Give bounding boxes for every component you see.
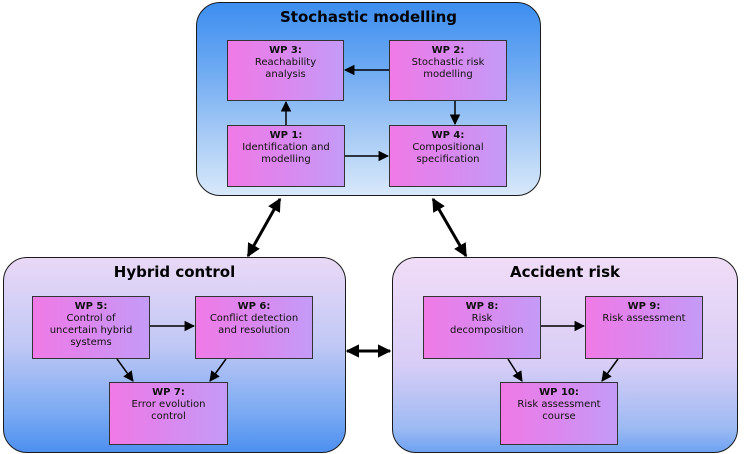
wp9-desc: Risk assessment [602,313,686,324]
wp1-label: WP 1: [269,130,303,141]
wp4-label: WP 4: [431,130,465,141]
arrow-stochastic-accident [431,197,468,258]
wp7-label: WP 7: [152,387,185,398]
wp10-desc: Risk assessment course [517,399,601,422]
box-wp7: WP 7: Error evolution control [109,382,228,445]
wp5-label: WP 5: [74,301,108,312]
box-wp6: WP 6: Conflict detection and resolution [195,296,313,359]
wp6-desc: Conflict detection and resolution [209,313,299,336]
box-wp1: WP 1: Identification and modelling [227,125,345,187]
wp8-desc: Risk decomposition [450,313,524,336]
wp2-label: WP 2: [431,45,465,56]
wp2-desc: Stochastic risk modelling [411,57,485,80]
group-title-hybrid: Hybrid control [113,263,236,281]
wp5-desc: Control of uncertain hybrid systems [49,313,133,348]
box-wp10: WP 10: Risk assessment course [500,382,618,445]
box-wp9: WP 9: Risk assessment [585,296,703,359]
box-wp2: WP 2: Stochastic risk modelling [389,40,507,101]
wp3-desc: Reachability analysis [254,57,317,80]
group-title-accident: Accident risk [510,263,620,281]
wp7-desc: Error evolution control [131,399,206,422]
group-title-stochastic: Stochastic modelling [279,8,457,26]
box-wp8: WP 8: Risk decomposition [423,296,541,359]
box-wp4: WP 4: Compositional specification [389,125,507,187]
wp1-desc: Identification and modelling [242,142,330,165]
arrow-stochastic-hybrid [246,197,282,258]
wp8-label: WP 8: [465,301,499,312]
wp3-label: WP 3: [269,45,302,56]
wp9-label: WP 9: [627,301,661,312]
wp6-label: WP 6: [237,301,271,312]
box-wp3: WP 3: Reachability analysis [227,40,344,101]
box-wp5: WP 5: Control of uncertain hybrid system… [32,296,150,359]
wp10-label: WP 10: [539,387,579,398]
wp4-desc: Compositional specification [412,142,484,165]
